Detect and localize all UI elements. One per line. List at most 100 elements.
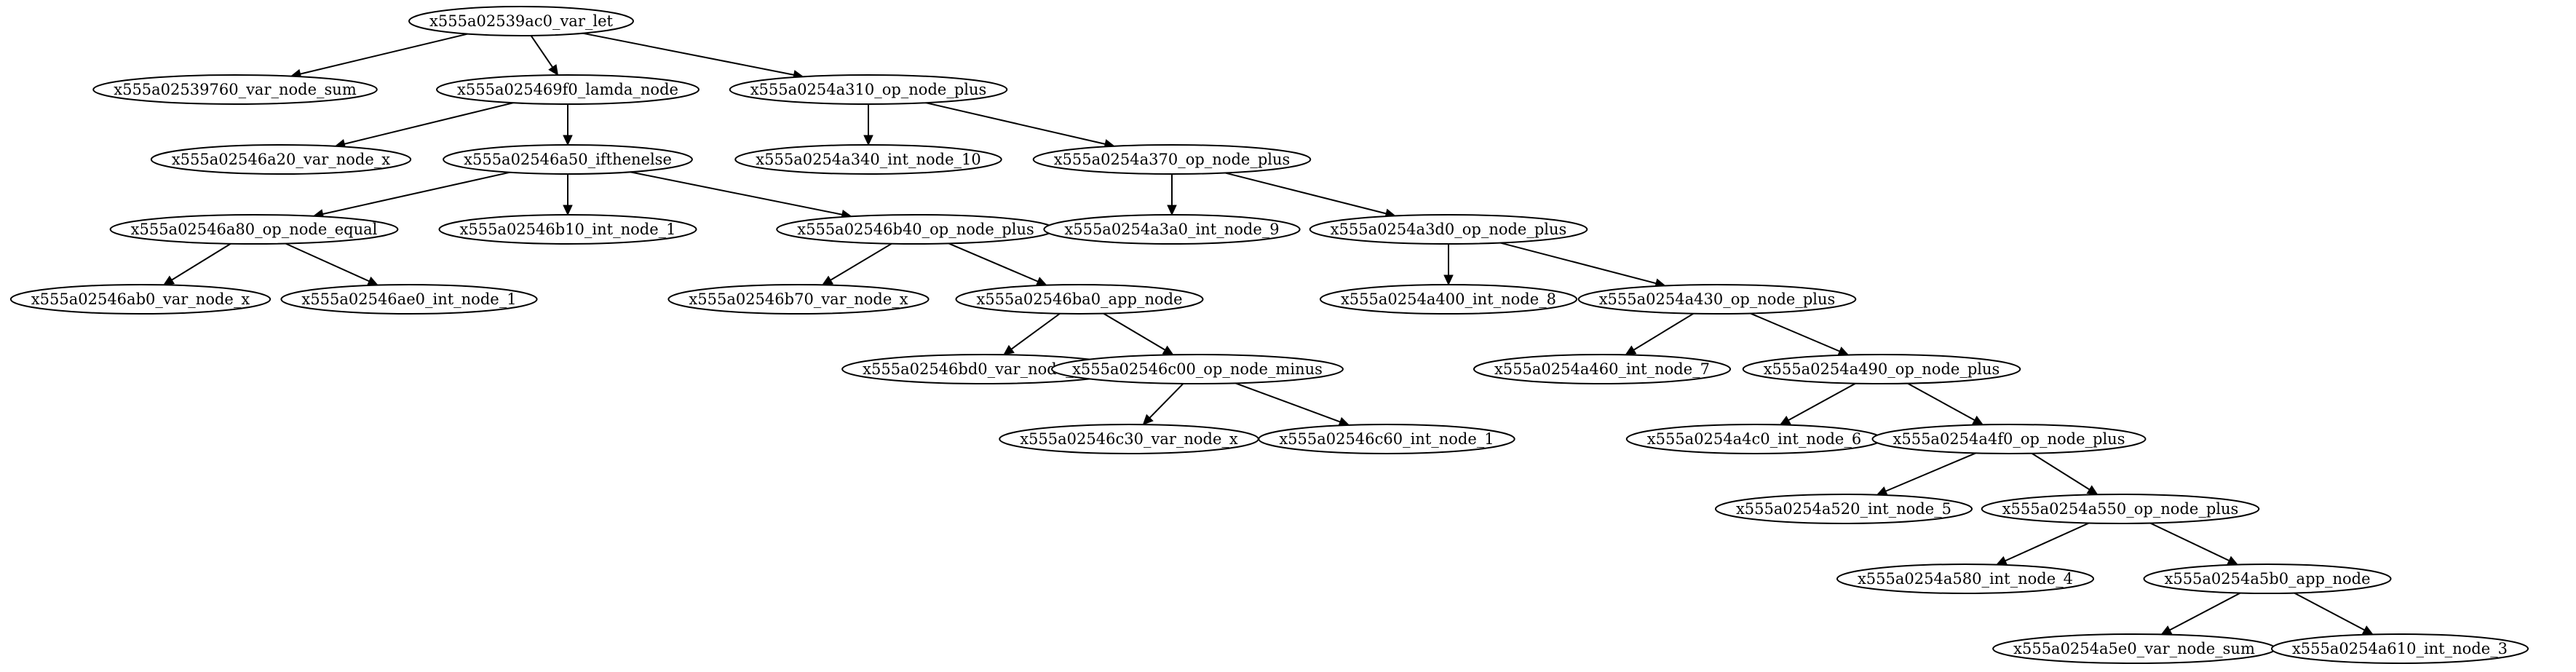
graph-node: x555a0254a580_int_node_4 [1836, 564, 2095, 594]
node-ellipse [408, 6, 634, 36]
edge-line [2005, 522, 2090, 562]
node-label: x555a0254a580_int_node_4 [1858, 570, 2073, 588]
edge-line [1885, 452, 1976, 492]
graph-edge [1224, 172, 1397, 218]
node-ellipse [1309, 214, 1588, 245]
graph-node: x555a02546ab0_var_node_x [9, 284, 272, 315]
graph-node: x555a0254a550_op_node_plus [1981, 494, 2260, 524]
node-ellipse [734, 144, 1002, 175]
node-label: x555a02546c60_int_node_1 [1279, 430, 1494, 448]
node-label: x555a02539760_var_node_sum [114, 81, 357, 98]
node-label: x555a02546b10_int_node_1 [460, 221, 676, 238]
node-ellipse [1473, 354, 1732, 384]
edge-line [630, 171, 843, 216]
node-label: x555a0254a550_op_node_plus [2002, 500, 2239, 518]
edge-line [925, 102, 1106, 145]
graph-edge [1779, 382, 1856, 425]
graph-edge [1500, 242, 1666, 288]
node-ellipse [150, 144, 412, 175]
graph-node: x555a02539760_var_node_sum [92, 74, 378, 105]
graph-node: x555a02546a80_op_node_equal [109, 214, 399, 245]
node-label: x555a0254a610_int_node_3 [2292, 640, 2508, 657]
arrowhead [548, 64, 559, 76]
graph-edge [334, 102, 514, 149]
node-ellipse [1319, 284, 1578, 315]
graph-node: x555a0254a4f0_op_node_plus [1871, 424, 2147, 454]
graph-edge [1003, 312, 1061, 355]
graph-node: x555a02546c00_op_node_minus [1051, 354, 1344, 384]
node-ellipse [92, 74, 378, 105]
graph-node: x555a02546a20_var_node_x [150, 144, 412, 175]
edge-line [948, 242, 1039, 282]
graph-edge [563, 104, 573, 146]
node-ellipse [1043, 214, 1301, 245]
graph-node: x555a02539ac0_var_let [408, 6, 634, 36]
edge-line [1103, 312, 1166, 351]
edge-line [2294, 592, 2365, 631]
arrowhead [1003, 344, 1015, 355]
node-ellipse [1981, 494, 2260, 524]
graph-node: x555a0254a3a0_int_node_9 [1043, 214, 1301, 245]
arrowhead [1972, 415, 1984, 425]
graph-edge [312, 171, 510, 219]
node-ellipse [280, 284, 538, 315]
node-ellipse [2270, 633, 2529, 664]
graph-edge [530, 35, 559, 76]
graph-edge [2031, 452, 2099, 495]
edge-line [1750, 312, 1840, 352]
graph-edge [1235, 382, 1350, 427]
graph-node: x555a02546a50_ifthenelse [443, 144, 693, 175]
graph-edge [1625, 312, 1695, 355]
graph-node: x555a02546c60_int_node_1 [1258, 424, 1515, 454]
node-label: x555a02546a80_op_node_equal [131, 221, 378, 238]
arrowhead [1443, 274, 1454, 286]
arrowhead [2227, 556, 2239, 566]
arrowhead [2160, 625, 2173, 635]
graph-edge [1142, 383, 1184, 425]
edges-layer [162, 32, 2374, 636]
node-ellipse [9, 284, 272, 315]
graph-edge [1103, 312, 1174, 355]
edge-line [2031, 452, 2090, 491]
node-ellipse [1742, 354, 2021, 384]
node-label: x555a0254a400_int_node_8 [1341, 290, 1556, 308]
node-label: x555a0254a3a0_int_node_9 [1064, 221, 1279, 238]
graph-edge [1443, 244, 1454, 286]
edge-line [1224, 172, 1387, 215]
graph-node: x555a0254a520_int_node_5 [1714, 494, 1973, 524]
arrowhead [1837, 347, 1850, 356]
graph-edge [290, 33, 468, 79]
arrowhead [1995, 556, 2008, 566]
node-ellipse [436, 74, 700, 105]
edge-line [830, 242, 892, 281]
node-ellipse [438, 214, 697, 245]
graph-edge [2160, 592, 2241, 635]
graph-edge [2294, 592, 2374, 636]
node-ellipse [1714, 494, 1973, 524]
graph-edge [582, 32, 804, 80]
node-label: x555a025469f0_lamda_node [457, 81, 678, 98]
graph-node: x555a0254a3d0_op_node_plus [1309, 214, 1588, 245]
graph-node: x555a02546b70_var_node_x [667, 284, 930, 315]
graph-node: x555a0254a5e0_var_node_sum [1992, 633, 2276, 664]
node-ellipse [1871, 424, 2147, 454]
arrowhead [821, 275, 834, 285]
node-label: x555a0254a3d0_op_node_plus [1331, 221, 1567, 238]
node-ellipse [667, 284, 930, 315]
node-ellipse [1258, 424, 1515, 454]
edge-line [2149, 522, 2230, 561]
arrowhead [1876, 486, 1888, 496]
node-label: x555a02546c30_var_node_x [1020, 430, 1238, 448]
node-ellipse [109, 214, 399, 245]
graph-edge [948, 242, 1047, 286]
graph-edge [1876, 452, 1976, 496]
graph-node: x555a0254a610_int_node_3 [2270, 633, 2529, 664]
arrowhead [563, 135, 573, 146]
arrowhead [2361, 625, 2374, 636]
edge-line [171, 242, 231, 281]
graph-node: x555a02546ba0_app_node [955, 284, 1204, 315]
node-label: x555a0254a370_op_node_plus [1054, 151, 1291, 168]
arrowhead [366, 276, 379, 286]
node-ellipse [729, 74, 1008, 105]
